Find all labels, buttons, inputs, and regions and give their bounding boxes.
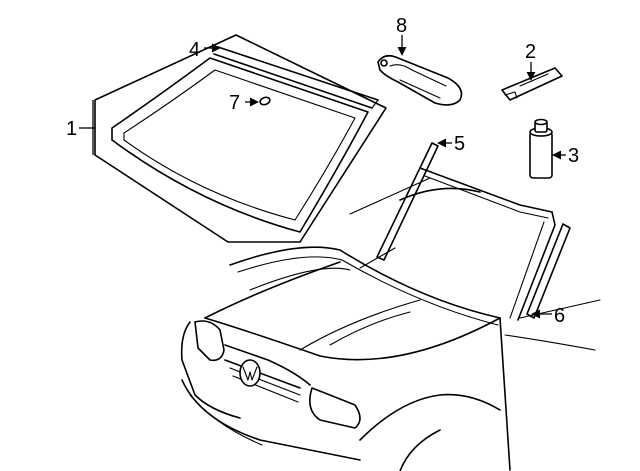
- mirror-bracket: [501, 67, 563, 101]
- sensor-clip: [259, 96, 271, 106]
- callout-leaders: [79, 35, 566, 319]
- callout-6: 6: [554, 305, 565, 327]
- callout-7: 7: [229, 92, 240, 114]
- callout-2: 2: [525, 41, 536, 63]
- right-pillar-moulding: [526, 223, 571, 319]
- windshield-glass: [94, 34, 387, 243]
- callout-5: 5: [454, 133, 465, 155]
- adhesive-tube: [529, 118, 553, 179]
- callout-8: 8: [396, 15, 407, 37]
- callout-3: 3: [568, 145, 579, 167]
- callout-1: 1: [66, 118, 77, 140]
- rear-view-mirror: [377, 54, 463, 106]
- vehicle-body: [180, 167, 601, 471]
- left-pillar-moulding: [376, 142, 439, 261]
- windshield-upper-moulding: [213, 46, 379, 109]
- callout-4: 4: [189, 39, 200, 61]
